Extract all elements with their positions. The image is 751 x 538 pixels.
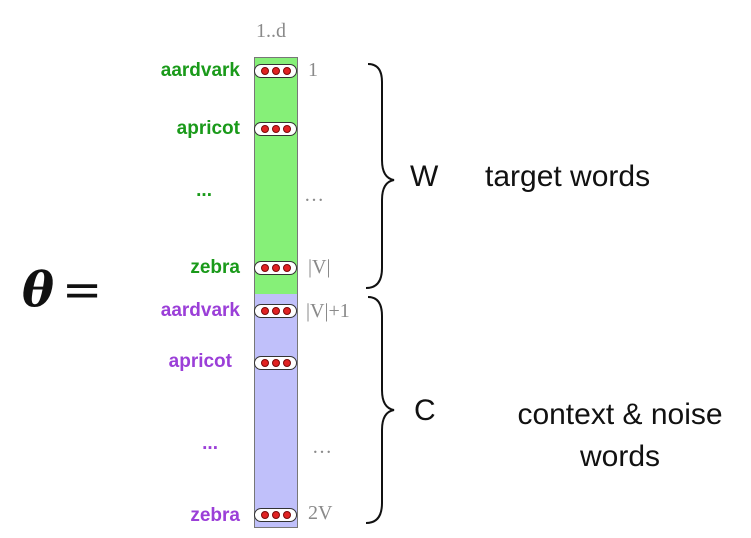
embedding-vector: [254, 261, 297, 275]
target-word-apricot: apricot: [176, 118, 240, 139]
index-2V: 2V: [308, 502, 333, 524]
theta-symbol: θ: [22, 262, 55, 318]
context-word-zebra: zebra: [190, 505, 240, 526]
embedding-vector: [254, 356, 297, 370]
context-word-ellipsis: ...: [202, 433, 218, 454]
target-word-ellipsis: ...: [196, 180, 212, 201]
theta-equals: θ=: [22, 262, 102, 318]
index-ellipsis-context: …: [312, 436, 332, 458]
context-label-line1: context & noise: [517, 398, 723, 431]
context-brace: [365, 296, 395, 524]
column-header: 1..d: [256, 20, 286, 42]
embedding-vector: [254, 122, 297, 136]
index-V: |V|: [308, 256, 331, 278]
context-word-aardvark: aardvark: [160, 300, 240, 321]
target-word-zebra: zebra: [190, 257, 240, 278]
context-noise-label: context & noise words: [495, 394, 745, 478]
embedding-vector: [254, 64, 297, 78]
matrix-C: C: [414, 394, 436, 427]
matrix-W: W: [410, 160, 439, 193]
target-word-aardvark: aardvark: [160, 60, 240, 81]
index-1: 1: [308, 59, 318, 81]
embedding-vector: [254, 304, 297, 318]
target-words-label: target words: [485, 160, 651, 193]
index-ellipsis-target: …: [304, 184, 324, 206]
target-brace: [365, 63, 395, 289]
index-V-plus-1: |V|+1: [306, 300, 350, 322]
equals-sign: =: [62, 262, 103, 318]
embedding-vector: [254, 508, 297, 522]
target-embedding-block: [254, 57, 298, 294]
context-label-line2: words: [579, 440, 661, 473]
context-word-apricot: apricot: [168, 351, 232, 372]
context-embedding-block: [254, 294, 298, 528]
